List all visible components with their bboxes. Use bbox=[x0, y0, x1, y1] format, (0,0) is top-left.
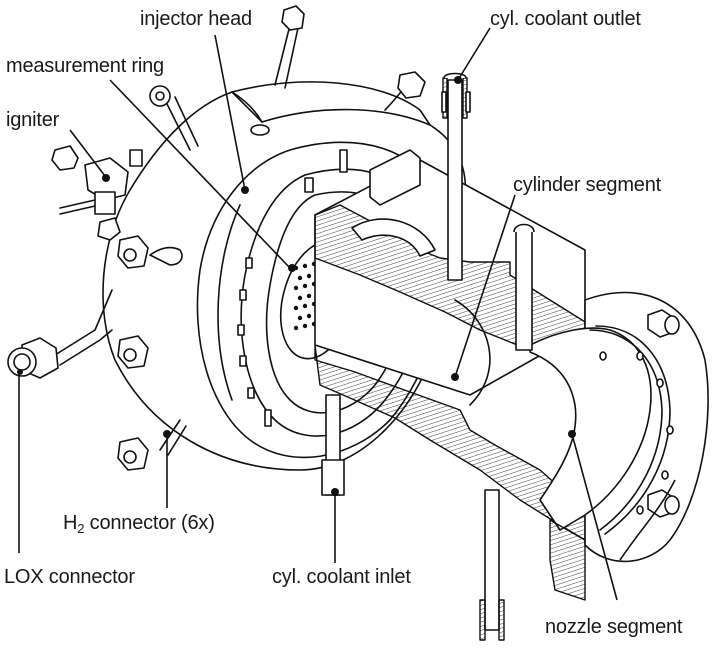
injector-hole bbox=[293, 325, 299, 331]
injector-hole bbox=[297, 315, 303, 321]
coolant-inlet-pipe bbox=[321, 394, 505, 641]
injector-hole bbox=[297, 275, 303, 281]
injector-hole bbox=[302, 283, 308, 289]
label-cyl-coolant-outlet: cyl. coolant outlet bbox=[490, 8, 641, 30]
nozzle-flange-holes bbox=[599, 351, 674, 515]
lox-connector bbox=[7, 289, 113, 379]
leader-coolant-outlet bbox=[457, 27, 491, 81]
label-injector-head: injector head bbox=[140, 8, 252, 30]
leader-igniter bbox=[69, 129, 106, 177]
leader-measurement-ring bbox=[109, 79, 291, 269]
label-lox-connector: LOX connector bbox=[4, 566, 135, 588]
injector-hole bbox=[293, 285, 299, 291]
h2-prefix: H bbox=[63, 512, 78, 534]
injector-hole bbox=[293, 305, 299, 311]
h2-connectors bbox=[117, 5, 426, 471]
h2-subscript: 2 bbox=[77, 521, 85, 536]
leader-nozzle-segment bbox=[571, 433, 618, 601]
label-cylinder-segment: cylinder segment bbox=[513, 174, 661, 196]
coolant-outlet-pipe bbox=[441, 72, 535, 351]
injector-hole bbox=[302, 263, 308, 269]
leader-injector-head bbox=[214, 34, 246, 191]
label-h2-connector: H2 connector (6x) bbox=[63, 512, 215, 536]
nozzle-segment bbox=[529, 291, 709, 601]
label-measurement-ring: measurement ring bbox=[6, 55, 164, 77]
ring-bolts bbox=[237, 149, 348, 427]
injector-hole bbox=[306, 313, 312, 319]
h2-suffix: connector (6x) bbox=[84, 512, 215, 534]
label-nozzle-segment: nozzle segment bbox=[545, 616, 683, 638]
igniter bbox=[51, 145, 143, 241]
injector-hole bbox=[302, 323, 308, 329]
injector-hole bbox=[297, 295, 303, 301]
nozzle-nut-top bbox=[647, 309, 680, 338]
label-cyl-coolant-inlet: cyl. coolant inlet bbox=[272, 566, 411, 588]
leader-cylinder-segment bbox=[454, 194, 516, 378]
injector-hole bbox=[306, 273, 312, 279]
label-igniter: igniter bbox=[6, 109, 60, 131]
injector-hole bbox=[302, 303, 308, 309]
leader-nozzle-outline bbox=[619, 479, 676, 561]
injector-hole bbox=[306, 293, 312, 299]
leader-lines bbox=[18, 27, 676, 601]
